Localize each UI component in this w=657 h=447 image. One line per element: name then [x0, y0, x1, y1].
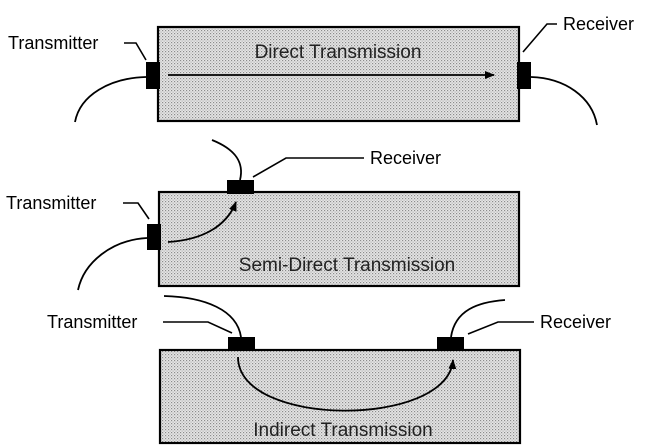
indirect-receiver-cable	[450, 299, 506, 338]
direct-slab	[156, 25, 521, 123]
indirect-path-arrow	[237, 356, 457, 412]
indirect-transmitter-cable	[163, 295, 242, 338]
direct-transmitter-cable	[74, 76, 147, 123]
direct-transmitter-leader	[124, 42, 147, 61]
semi-direct-transmission-panel: Semi-Direct Transmission Transmitter Rec…	[6, 139, 521, 291]
semi-direct-path-arrow	[167, 201, 237, 243]
indirect-transmission-panel: Indirect Transmission Transmitter Receiv…	[47, 295, 611, 445]
indirect-slab	[158, 348, 522, 445]
semi-direct-transmitter-sensor	[147, 224, 161, 250]
semi-direct-transmitter-label: Transmitter	[6, 193, 96, 213]
direct-receiver-cable	[530, 76, 598, 126]
semi-direct-receiver-sensor	[227, 180, 254, 194]
indirect-title: Indirect Transmission	[253, 420, 433, 441]
semi-direct-transmitter-cable	[77, 237, 148, 291]
direct-receiver-leader	[522, 23, 557, 53]
direct-receiver-label: Receiver	[563, 14, 634, 34]
indirect-transmitter-label: Transmitter	[47, 312, 137, 332]
indirect-receiver-leader	[467, 321, 534, 335]
indirect-transmitter-sensor	[228, 337, 255, 351]
semi-direct-transmitter-leader	[123, 202, 150, 220]
semi-direct-slab	[157, 190, 521, 288]
indirect-receiver-sensor	[437, 337, 464, 351]
semi-direct-receiver-label: Receiver	[370, 148, 441, 168]
indirect-transmitter-leader	[163, 321, 233, 334]
semi-direct-receiver-cable	[211, 139, 242, 181]
direct-transmitter-label: Transmitter	[8, 33, 98, 53]
semi-direct-title: Semi-Direct Transmission	[239, 255, 455, 276]
indirect-receiver-label: Receiver	[540, 312, 611, 332]
direct-receiver-sensor	[517, 62, 531, 89]
semi-direct-receiver-leader	[252, 157, 364, 178]
direct-title: Direct Transmission	[255, 42, 422, 63]
direct-transmitter-sensor	[146, 62, 160, 89]
direct-transmission-panel: Direct Transmission Transmitter Receiver	[8, 14, 634, 126]
